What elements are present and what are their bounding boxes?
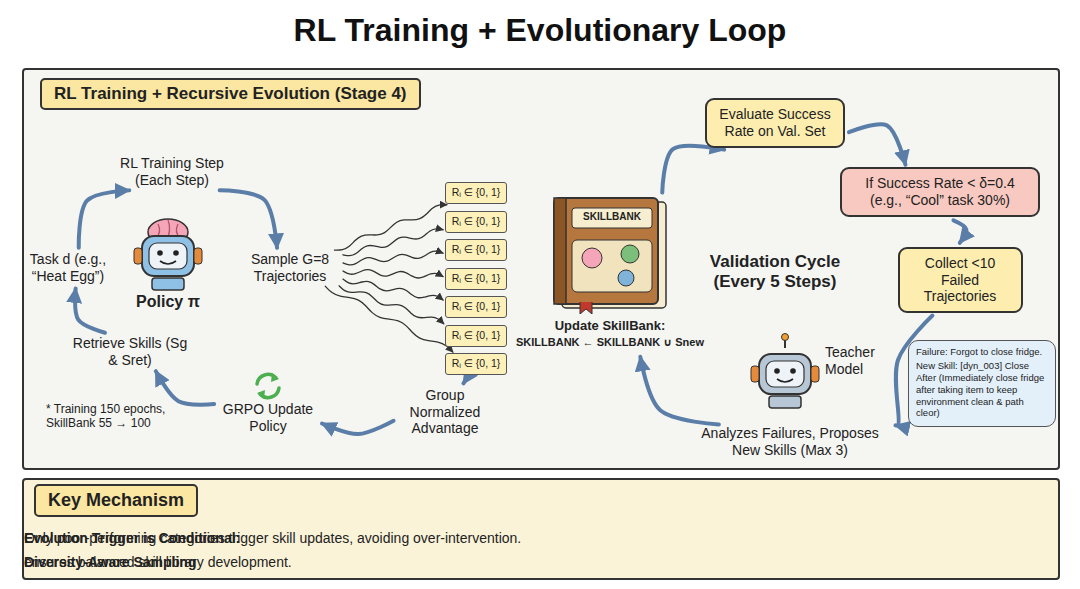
step-label: RL Training Step (Each Step) xyxy=(110,155,235,189)
step-label: Group Normalized Advantage xyxy=(398,387,493,437)
robot-figure xyxy=(751,334,819,409)
node-text: Sample G=8 Trajectories xyxy=(240,251,340,285)
node-text: ensures balanced skill library developme… xyxy=(24,554,292,570)
node-text: RL Training + Recursive Evolution (Stage… xyxy=(40,78,421,110)
process-box: Evaluate Success Rate on Val. Set xyxy=(705,98,845,148)
skillbank-book: SKILLBANK Update SkillBank: SKILLBANK ← SK… xyxy=(510,196,710,354)
node-text: Key Mechanism xyxy=(34,484,198,517)
cycle-arrow xyxy=(75,289,105,333)
cycle-label: Validation Cycle (Every 5 Steps) xyxy=(690,252,860,292)
cycle-arrow xyxy=(79,190,130,247)
node-text: If Success Rate < δ=0.4 (e.g., “Cool” ta… xyxy=(850,175,1030,209)
node-text: Rᵢ ∈ {0, 1} xyxy=(446,240,506,259)
node-text: Evaluate Success Rate on Val. Set xyxy=(715,106,835,140)
diagram-title: RL Training + Evolutionary Loop xyxy=(0,12,1080,49)
node-text: Analyzes Failures, Proposes New Skills (… xyxy=(688,425,893,459)
node-text: Rᵢ ∈ {0, 1} xyxy=(446,183,506,202)
reward-box: Rᵢ ∈ {0, 1} xyxy=(445,182,507,204)
key-mechanism-box: Key MechanismEvolution Trigger is Condit… xyxy=(22,478,1060,580)
recycle-icon xyxy=(257,373,279,399)
step-label: GRPO Update Policy xyxy=(218,401,318,435)
trajectory-line xyxy=(325,286,453,352)
cycle-arrow xyxy=(463,378,466,383)
node-text: Failure: Forgot to close fridge. xyxy=(916,346,1048,358)
node-text: New Skill: [dyn_003] Close After (Immedi… xyxy=(916,360,1048,419)
trajectory-line xyxy=(343,229,443,256)
node-text: Rᵢ ∈ {0, 1} xyxy=(446,297,506,316)
stage-panel: RL Training + Recursive Evolution (Stage… xyxy=(22,68,1060,470)
trajectory-line xyxy=(339,286,444,324)
process-box: Collect <10 Failed Trajectories xyxy=(898,247,1023,313)
node-text: Rᵢ ∈ {0, 1} xyxy=(446,212,506,231)
node-text: Only poor-performing categories trigger … xyxy=(24,530,521,546)
robot-icon xyxy=(123,212,213,292)
policy-robot: Policy π xyxy=(123,212,213,311)
node-text: SKILLBANK ← SKILLBANK ∪ Snew xyxy=(510,336,710,349)
step-label: Retrieve Skills (Sg & Sret) xyxy=(73,335,188,369)
trajectory-line xyxy=(343,270,443,278)
node-text: Task d (e.g., “Heat Egg”) xyxy=(23,251,113,285)
node-text: GRPO Update Policy xyxy=(218,401,318,435)
reward-box: Rᵢ ∈ {0, 1} xyxy=(445,325,507,347)
cycle-arrow xyxy=(662,146,724,193)
node-text: Group Normalized Advantage xyxy=(398,387,493,437)
reward-box: Rᵢ ∈ {0, 1} xyxy=(445,296,507,318)
node-text: RL Training Step (Each Step) xyxy=(110,155,235,189)
trajectory-line xyxy=(343,251,443,265)
reward-box: Rᵢ ∈ {0, 1} xyxy=(445,211,507,233)
robot-figure xyxy=(134,219,202,290)
node-text: SKILLBANK xyxy=(572,211,652,222)
step-label: Sample G=8 Trajectories xyxy=(240,251,340,285)
node-text: Teacher Model xyxy=(825,344,887,378)
trajectory-line xyxy=(343,279,443,300)
robot-icon xyxy=(745,330,825,410)
reward-box: Rᵢ ∈ {0, 1} xyxy=(445,239,507,261)
node-text: Rᵢ ∈ {0, 1} xyxy=(446,326,506,345)
step-label: Analyzes Failures, Proposes New Skills (… xyxy=(688,425,893,459)
cycle-arrow xyxy=(156,371,214,404)
trajectory-line xyxy=(334,205,446,250)
cycle-arrow xyxy=(640,357,719,425)
reward-box: Rᵢ ∈ {0, 1} xyxy=(445,353,507,375)
teacher-robot: Teacher Model xyxy=(745,330,890,410)
node-text: Rᵢ ∈ {0, 1} xyxy=(446,354,506,373)
reward-box: Rᵢ ∈ {0, 1} xyxy=(445,268,507,290)
cycle-arrow xyxy=(220,190,277,248)
node-text: Retrieve Skills (Sg & Sret) xyxy=(73,335,188,369)
condition-box: If Success Rate < δ=0.4 (e.g., “Cool” ta… xyxy=(840,167,1040,217)
node-text: Policy π xyxy=(123,292,213,311)
panel-fill xyxy=(23,69,1059,469)
footnote: * Training 150 epochs, SkillBank 55 → 10… xyxy=(46,402,206,430)
node-text: Update SkillBank: xyxy=(510,318,710,333)
step-label: Task d (e.g., “Heat Egg”) xyxy=(23,251,113,285)
cycle-arrow xyxy=(322,421,394,434)
cycle-arrow xyxy=(953,220,966,242)
cycle-arrow xyxy=(895,316,932,426)
node-text: Collect <10 Failed Trajectories xyxy=(908,255,1013,305)
speech-bubble: Failure: Forgot to close fridge. New Skil… xyxy=(908,340,1056,427)
node-text: Rᵢ ∈ {0, 1} xyxy=(446,269,506,288)
cycle-arrow xyxy=(849,124,906,165)
